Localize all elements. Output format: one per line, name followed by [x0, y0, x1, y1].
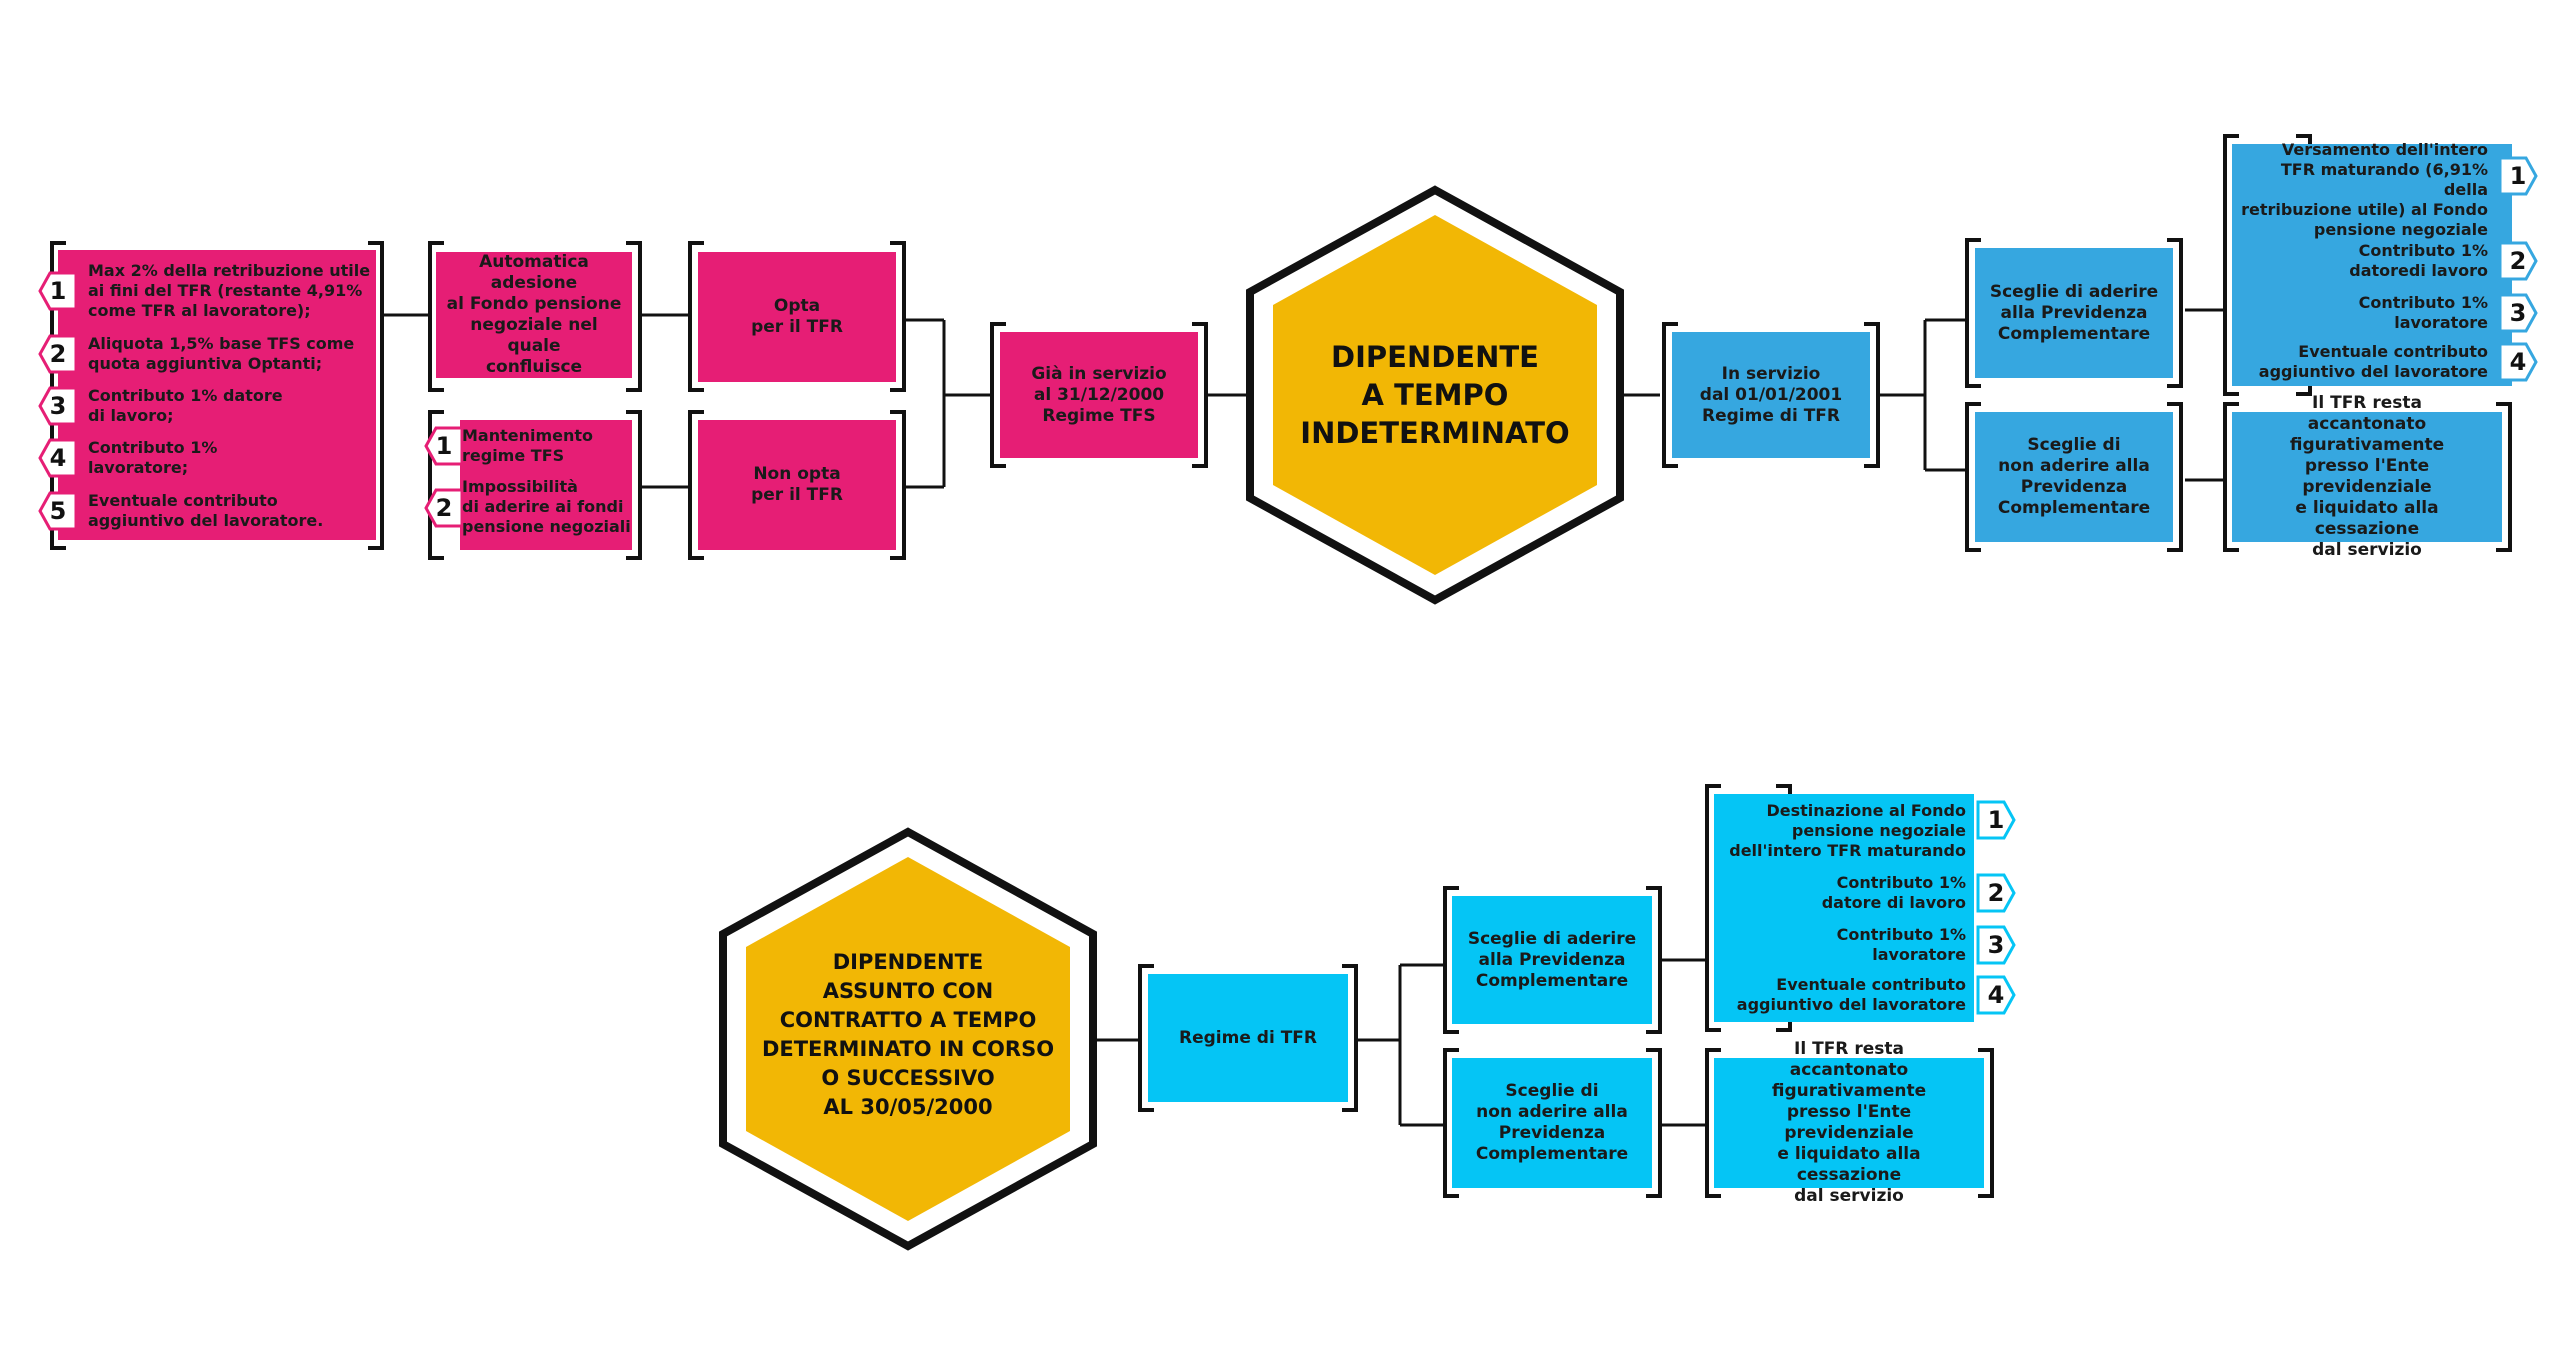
number-badge: 4	[1976, 973, 2016, 1017]
number-badge: 2	[2498, 239, 2538, 283]
bracket-side	[688, 241, 704, 392]
number-badge: 3	[2498, 291, 2538, 335]
bracket-side	[1965, 402, 1981, 552]
bracket-side	[428, 410, 444, 560]
number-badge: 1	[38, 269, 78, 313]
bracket-side	[2496, 402, 2512, 552]
bracket-side	[1443, 1048, 1459, 1198]
number-badge: 3	[38, 384, 78, 428]
hexagon-bottom-label: DIPENDENTE ASSUNTO CON CONTRATTO A TEMPO…	[761, 950, 1055, 1119]
number-badge: 4	[38, 436, 78, 480]
box-automatica-adesione: Automatica adesione al Fondo pensione ne…	[436, 252, 632, 378]
bracket-side	[368, 241, 384, 550]
number-badge: 4	[2498, 340, 2538, 384]
aderire-items-panel-top	[2232, 144, 2512, 386]
bracket-side	[1646, 1048, 1662, 1198]
bracket-side	[1705, 1048, 1721, 1198]
bracket-side	[428, 241, 444, 392]
list-item-text: Contributo 1% lavoratore	[1836, 925, 1966, 964]
bracket-side	[2223, 402, 2239, 552]
list-item-text: Contributo 1% datoredi lavoro	[2349, 241, 2488, 280]
box-regime-tfr: Regime di TFR	[1148, 974, 1348, 1102]
list-item-text: Eventuale contributo aggiuntivo del lavo…	[88, 491, 324, 530]
list-item-text: Versamento dell'intero TFR maturando (6,…	[2241, 140, 2488, 239]
list-item-text: Eventuale contributo aggiuntivo del lavo…	[1736, 975, 1966, 1014]
bracket-side	[626, 241, 642, 392]
bracket-side	[1705, 784, 1721, 1032]
bracket-side	[1192, 322, 1208, 468]
bracket-side	[1864, 322, 1880, 468]
list-item-text: Contributo 1% datore di lavoro;	[88, 386, 283, 425]
aderire-items-panel-bottom	[1714, 794, 1974, 1022]
number-badge: 2	[38, 332, 78, 376]
box-opta-tfr: Opta per il TFR	[698, 252, 896, 382]
hexagon-bottom	[719, 827, 1097, 1251]
connector-lines	[382, 308, 2225, 1127]
bracket-side	[890, 241, 906, 392]
non-opta-items-panel	[460, 420, 632, 550]
brackets	[50, 134, 2512, 1198]
number-badge: 2	[1976, 871, 2016, 915]
bracket-side	[1342, 964, 1358, 1112]
number-badge: 1	[424, 424, 464, 468]
box-tfr-resta-top: Il TFR resta accantonato figurativamente…	[2232, 393, 2502, 560]
bracket-side	[2223, 134, 2239, 396]
bracket-side	[1443, 886, 1459, 1034]
number-badge: 1	[1976, 798, 2016, 842]
bracket-side	[626, 410, 642, 560]
bracket-side	[1138, 964, 1154, 1112]
list-item-text: Impossibilità di aderire ai fondi pensio…	[462, 477, 631, 536]
bracket-side	[688, 410, 704, 560]
list-item-text: Max 2% della retribuzione utile ai fini …	[88, 261, 371, 320]
bracket-side	[2167, 238, 2183, 388]
bracket-side	[990, 322, 1006, 468]
opta-items-panel	[58, 250, 376, 540]
bracket-side	[890, 410, 906, 560]
list-item-text: Destinazione al Fondo pensione negoziale…	[1729, 801, 1966, 860]
hexagon-top-label: DIPENDENTE A TEMPO INDETERMINATO	[1300, 340, 1570, 450]
list-item-text: Aliquota 1,5% base TFS come quota aggiun…	[88, 334, 355, 373]
bracket-side	[1662, 322, 1678, 468]
box-sceglie-non-aderire-bottom: Sceglie di non aderire alla Previdenza C…	[1452, 1058, 1652, 1188]
bracket-side	[2167, 402, 2183, 552]
box-non-opta-tfr: Non opta per il TFR	[698, 420, 896, 550]
bracket-side	[1978, 1048, 1994, 1198]
number-badge: 1	[2498, 154, 2538, 198]
box-sceglie-aderire-bottom: Sceglie di aderire alla Previdenza Compl…	[1452, 896, 1652, 1024]
box-sceglie-aderire-top: Sceglie di aderire alla Previdenza Compl…	[1975, 248, 2173, 378]
list-item-text: Contributo 1% lavoratore	[2358, 293, 2488, 332]
list-item-text: Eventuale contributo aggiuntivo del lavo…	[2258, 342, 2488, 381]
number-badge: 3	[1976, 923, 2016, 967]
box-in-servizio: In servizio dal 01/01/2001 Regime di TFR	[1672, 332, 1870, 458]
list-item-text: Mantenimento regime TFS	[462, 426, 594, 465]
list-item-text: Contributo 1% lavoratore;	[88, 438, 218, 477]
box-gia-in-servizio: Già in servizio al 31/12/2000 Regime TFS	[1000, 332, 1198, 458]
box-tfr-resta-bottom: Il TFR resta accantonato figurativamente…	[1714, 1039, 1984, 1206]
number-badge: 2	[424, 486, 464, 530]
number-badge: 5	[38, 489, 78, 533]
hexagon-top	[1246, 185, 1624, 605]
bracket-side	[1646, 886, 1662, 1034]
list-item-text: Contributo 1% datore di lavoro	[1821, 873, 1966, 912]
bracket-side	[1965, 238, 1981, 388]
box-sceglie-non-aderire-top: Sceglie di non aderire alla Previdenza C…	[1975, 412, 2173, 542]
